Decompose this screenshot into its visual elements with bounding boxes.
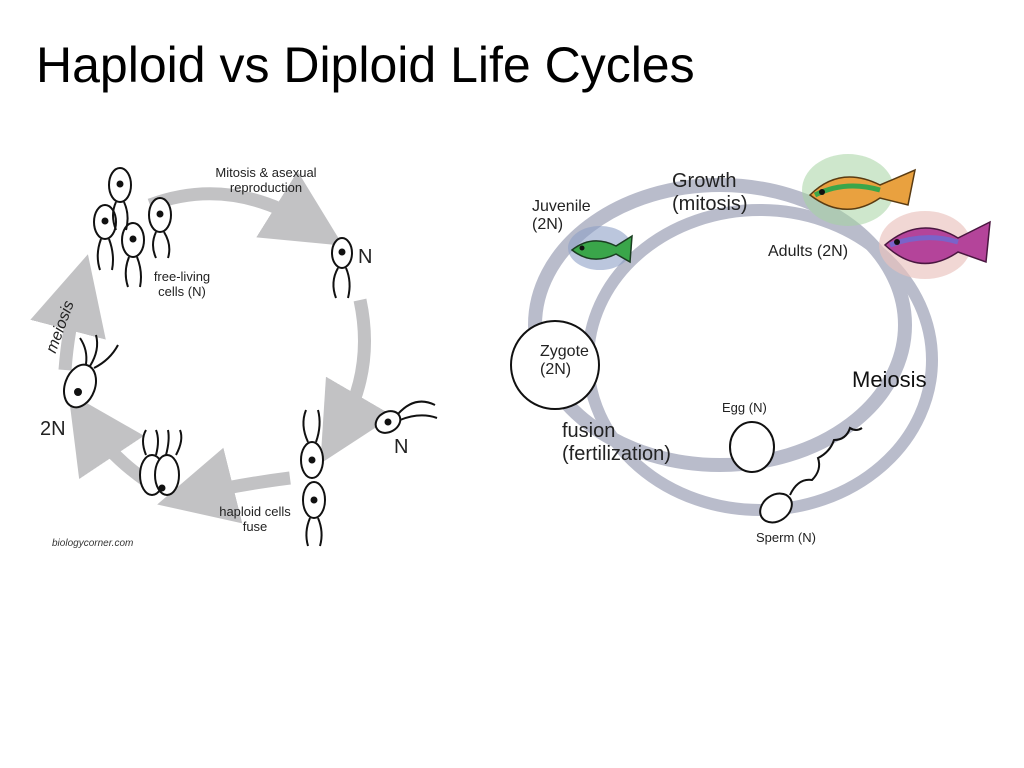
zygote-line2: (2N): [540, 361, 572, 379]
free-living-cells: [93, 167, 172, 288]
arrow-mitosis: [147, 171, 344, 246]
haploid-fuse-line1: haploid cells: [219, 504, 291, 519]
fusion-line1: fusion: [562, 420, 616, 442]
two-n-label: 2N: [40, 418, 66, 440]
growth-label: Growth (mitosis): [672, 170, 748, 216]
free-living-label: free-living cells (N): [140, 269, 224, 300]
adults-label: Adults (2N): [768, 243, 849, 260]
diploid-meiosis-label: Meiosis: [852, 367, 927, 392]
haploid-n-right: N: [394, 436, 409, 458]
zygote-label: Zygote (2N): [540, 343, 589, 380]
haploid-cell-right: [374, 400, 438, 434]
arrow-right-down: [320, 298, 394, 464]
haploid-n-top: N: [358, 246, 373, 268]
sperm-cell: [759, 426, 863, 524]
free-living-line2: cells (N): [158, 283, 206, 299]
mitosis-label-line1: Mitosis & asexual: [215, 165, 317, 180]
growth-line2: (mitosis): [672, 193, 748, 215]
free-living-line1: free-living: [153, 269, 211, 284]
zygote-line1: Zygote: [540, 343, 589, 360]
haploid-cell-top: [331, 237, 353, 299]
fusion-line2: (fertilization): [562, 443, 671, 465]
growth-line1: Growth: [672, 170, 737, 192]
fusing-cells-chain: [300, 409, 326, 547]
juvenile-label: Juvenile (2N): [532, 198, 591, 235]
fused-cells-pair: [139, 429, 183, 496]
sperm-label: Sperm (N): [756, 530, 816, 545]
credit-label: biologycorner.com: [52, 538, 134, 549]
arrow-left-up-bottom: [68, 392, 149, 486]
fusion-label: fusion (fertilization): [562, 420, 671, 466]
adult-fish-lower: [879, 211, 991, 279]
adult-fish-upper: [802, 154, 917, 226]
slide-title: Haploid vs Diploid Life Cycles: [36, 37, 695, 93]
egg-cell: [729, 421, 775, 473]
mitosis-label-line2: reproduction: [229, 179, 303, 195]
diploid-cell-left: [63, 334, 119, 409]
arrow-meiosis-up: [30, 254, 106, 371]
arrow-bottom-left: [157, 447, 291, 524]
zygote-circle: [510, 320, 600, 410]
mitosis-label: Mitosis & asexual reproduction: [196, 165, 336, 196]
juvenile-line2: (2N): [532, 216, 564, 234]
haploid-cycle: [30, 167, 438, 547]
diploid-cycle: [510, 154, 991, 524]
juvenile-fish: [568, 226, 633, 270]
egg-label: Egg (N): [722, 400, 767, 415]
haploid-fuse-label: haploid cells fuse: [208, 504, 302, 535]
juvenile-line1: Juvenile: [532, 198, 591, 215]
haploid-fuse-line2: fuse: [242, 518, 268, 534]
